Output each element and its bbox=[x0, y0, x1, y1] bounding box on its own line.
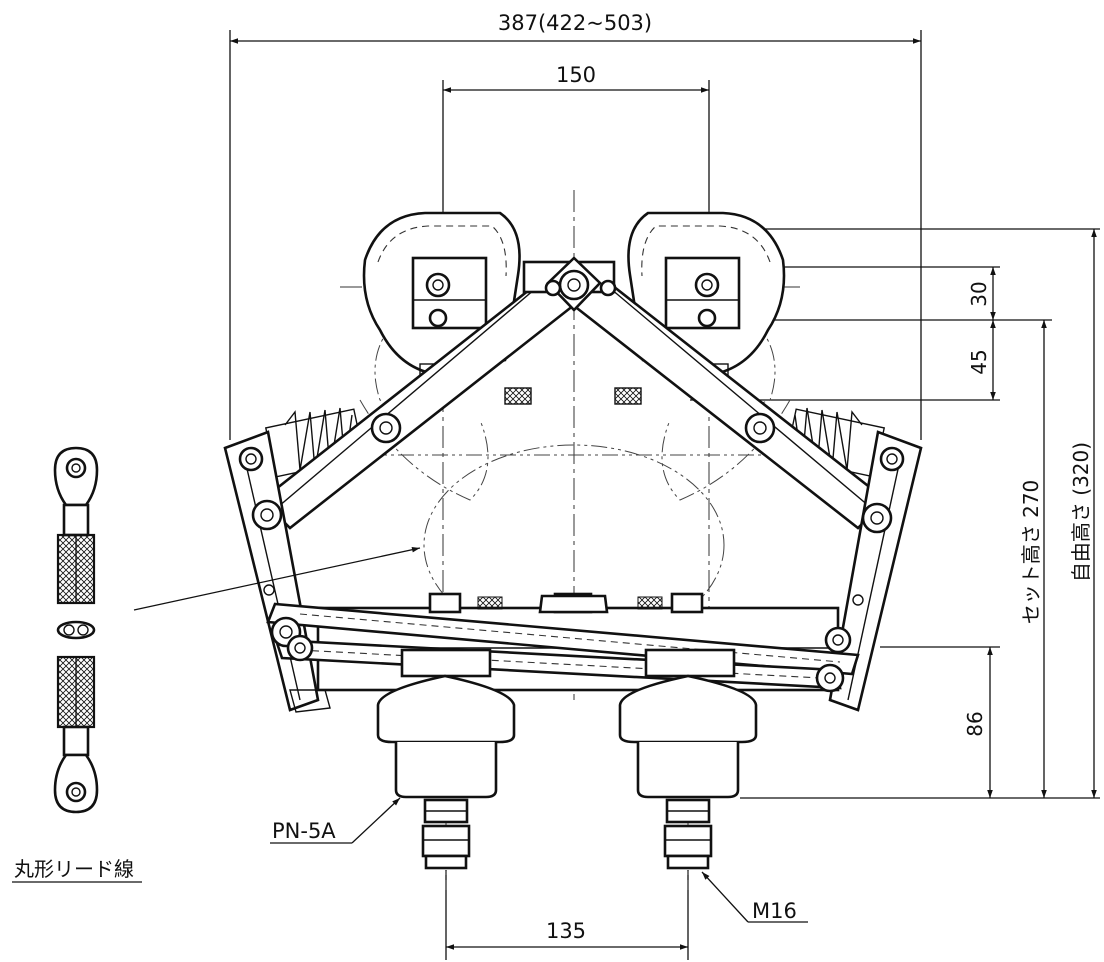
pivot-joints bbox=[238, 412, 905, 606]
leader-lead-wire bbox=[133, 546, 421, 611]
bolt-label: M16 bbox=[752, 899, 797, 923]
pivot-spacing-label: 150 bbox=[556, 63, 596, 87]
dim-45-label: 45 bbox=[967, 349, 991, 374]
insulator-left bbox=[376, 648, 516, 799]
leader-bolt bbox=[701, 871, 808, 923]
leader-insulator bbox=[270, 797, 401, 844]
lead-wire-label: 丸形リード線 bbox=[14, 857, 134, 881]
lower-pivots bbox=[270, 616, 852, 693]
set-height-label: セット高さ 270 bbox=[1019, 480, 1043, 625]
bolt-left bbox=[421, 798, 471, 870]
dimension-insulator-spacing bbox=[445, 870, 689, 960]
dimension-overall-width bbox=[229, 30, 922, 440]
dim-86-label: 86 bbox=[963, 711, 987, 736]
free-height-label: 自由高さ (320) bbox=[1069, 442, 1093, 582]
insulator-right bbox=[618, 648, 758, 799]
bolt-right bbox=[663, 798, 713, 870]
top-center-pivot bbox=[522, 256, 617, 312]
dim-30-label: 30 bbox=[967, 281, 991, 306]
overall-width-label: 387(422~503) bbox=[498, 11, 652, 35]
insulator-label: PN-5A bbox=[272, 819, 336, 843]
insulator-spacing-label: 135 bbox=[546, 919, 586, 943]
lead-wire-detail bbox=[53, 446, 99, 814]
